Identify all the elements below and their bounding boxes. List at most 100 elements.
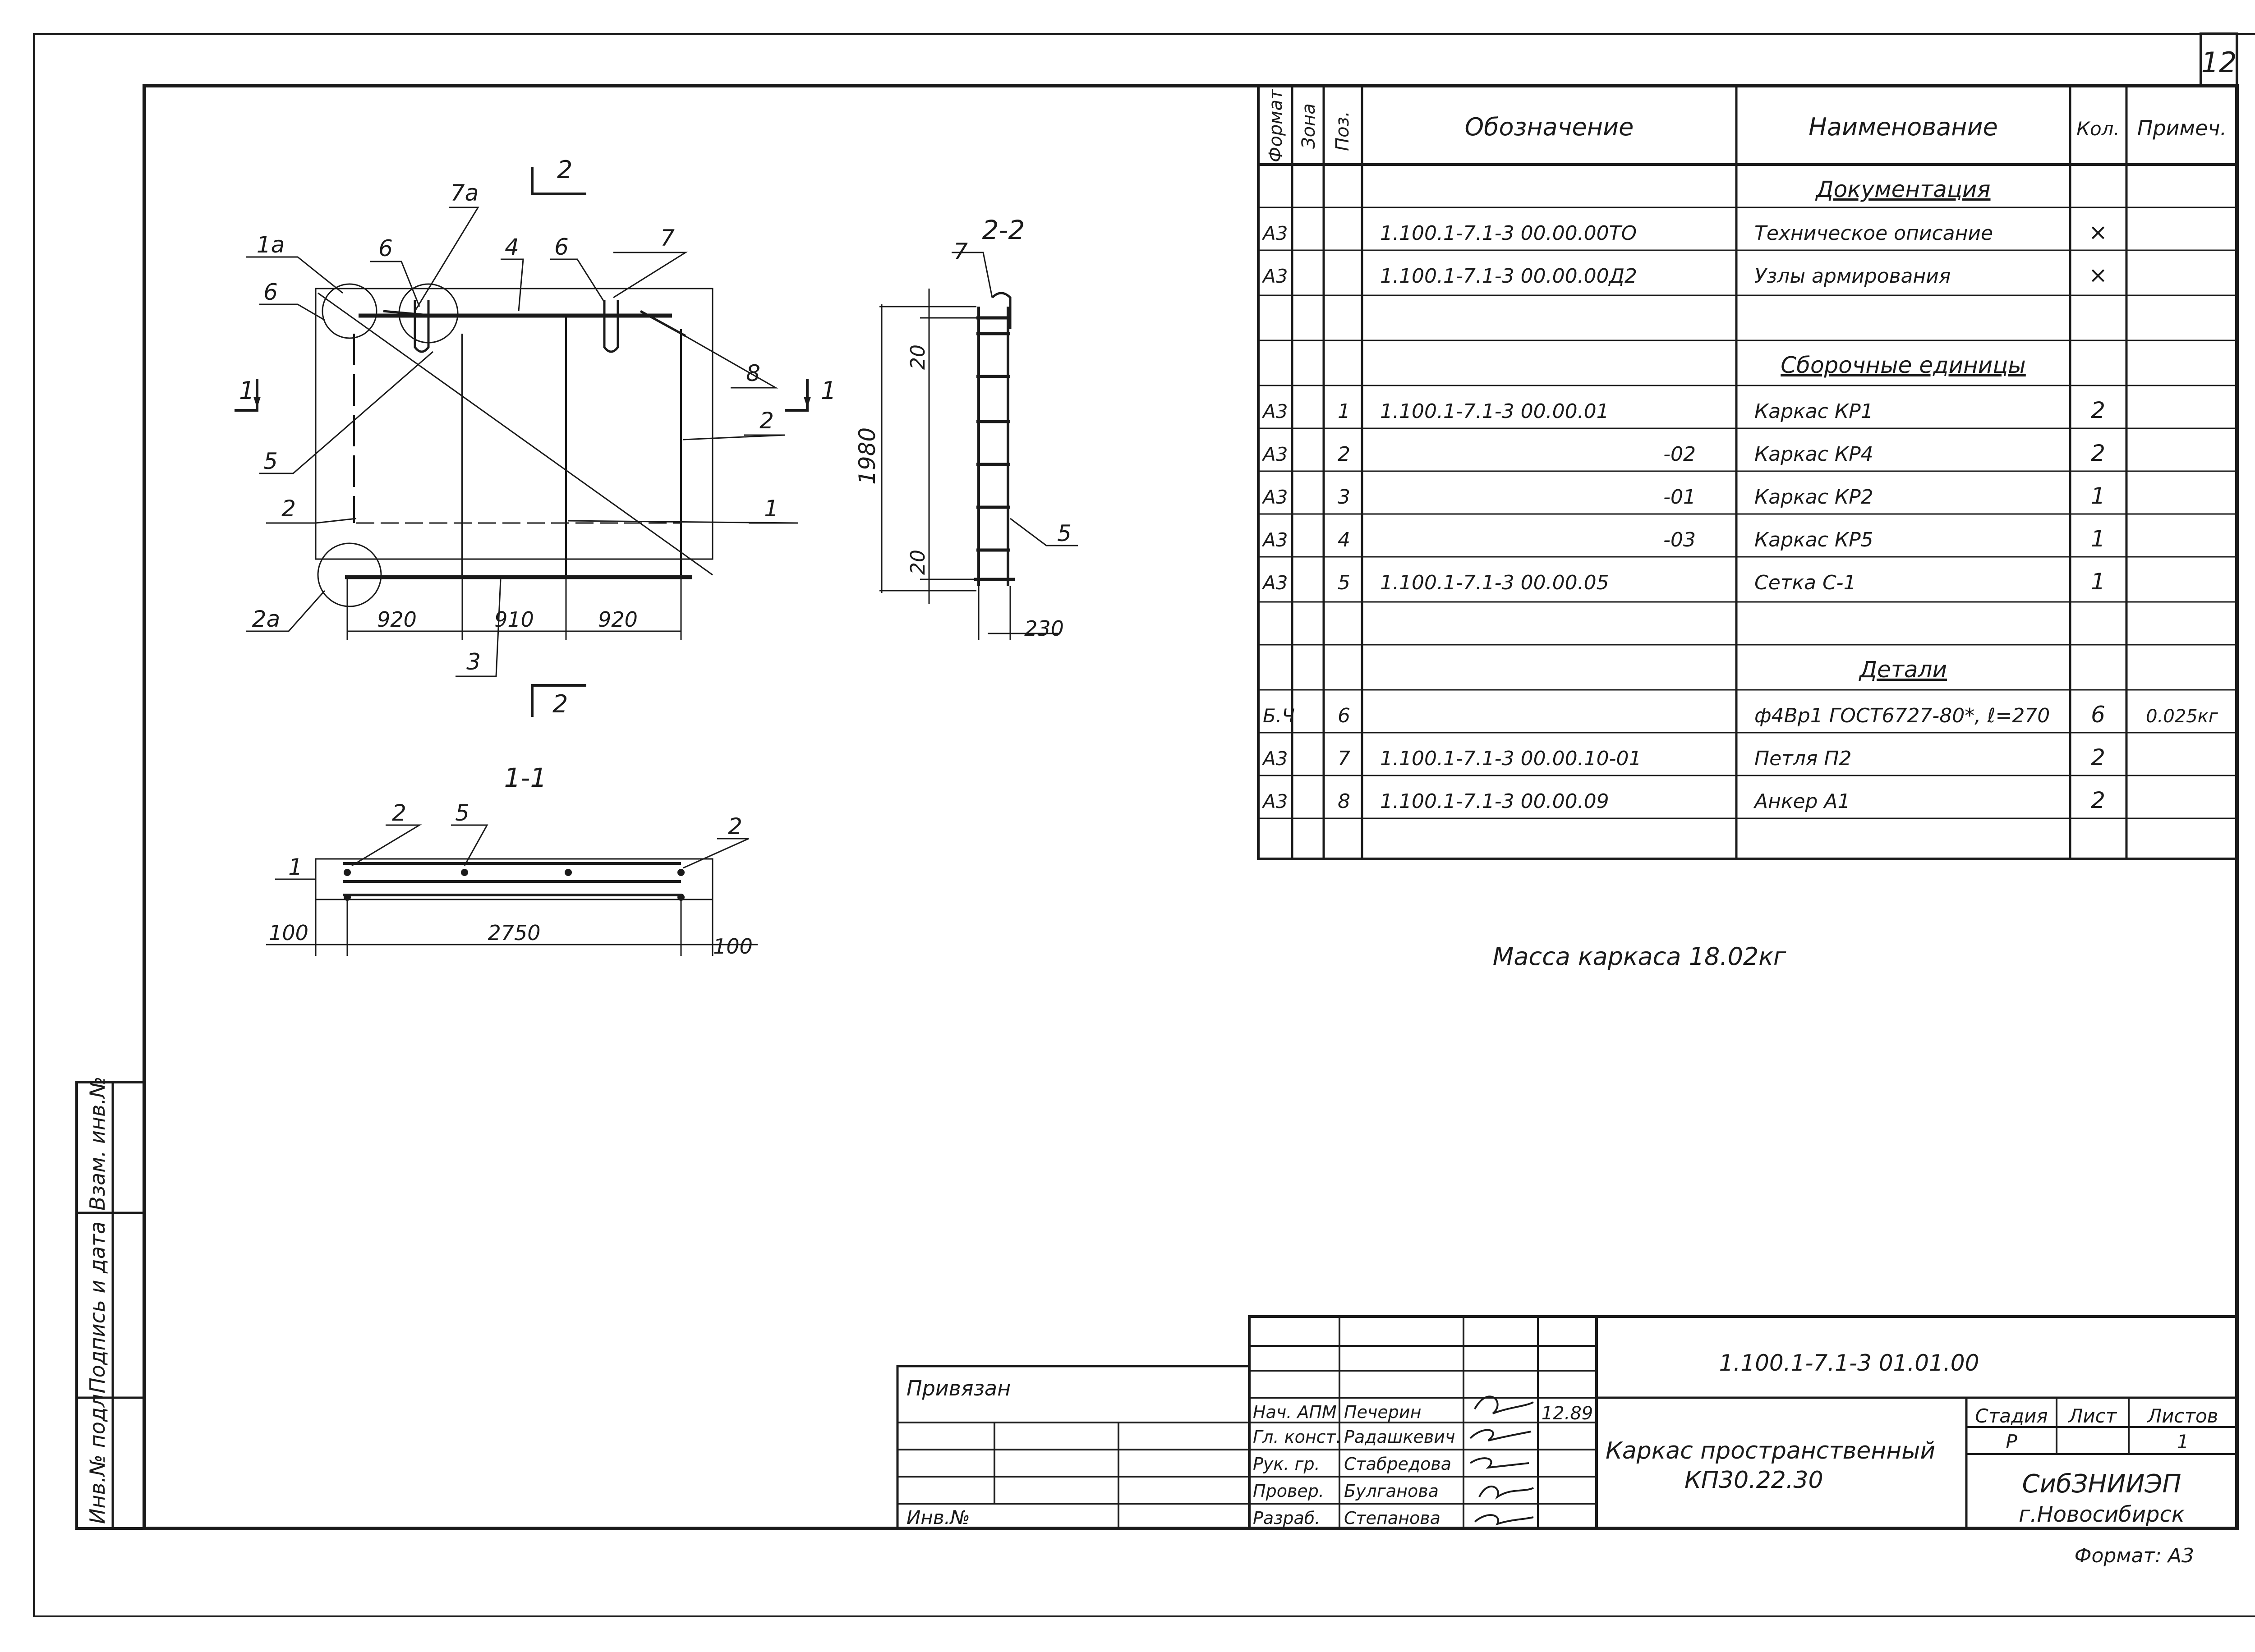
callout-3: 3: [466, 649, 481, 675]
spec-cell-qty: 1: [2091, 483, 2105, 509]
spec-cell-pos: 3: [1338, 486, 1350, 509]
spec-section-title: Документация: [1815, 176, 1991, 202]
spec-cell-qty: 1: [2091, 569, 2105, 595]
sect-callout-2-left: 2: [392, 800, 406, 826]
section-2-2-view: 2-2 20 1980 20 230 7 5: [854, 215, 1078, 641]
spec-cell-format: А3: [1261, 443, 1288, 465]
specification-table: Формат Зона Поз. Обозначение Наименовани…: [1257, 84, 2238, 860]
callout-7a: 7а: [451, 180, 479, 206]
sect-callout-2-right: 2: [728, 813, 742, 840]
spec-cell-designation: 1.100.1-7.1-3 00.00.10-01: [1380, 747, 1641, 770]
spec-cell-pos: 2: [1338, 443, 1350, 466]
sheet-number: 12: [2201, 46, 2237, 79]
spec-cell-pos: 5: [1338, 571, 1350, 594]
spec-cell-qty: ×: [2089, 262, 2108, 288]
spec-cell-name: Петля П2: [1754, 747, 1851, 770]
header-designation: Обозначение: [1465, 113, 1634, 141]
callout-7: 7: [660, 225, 675, 251]
callout-1: 1: [764, 496, 778, 522]
stamp-vzam: Взам. инв.№: [85, 1076, 110, 1211]
header-qty: Кол.: [2076, 118, 2120, 140]
role-label: Нач. АПМ: [1253, 1402, 1337, 1422]
binding-block: Привязан Инв.№: [896, 1365, 1251, 1530]
section-mark-2-top: 2: [557, 156, 572, 184]
callout-2-left: 2: [281, 496, 296, 522]
spec-cell-name: Узлы армирования: [1754, 265, 1951, 288]
role-label: Провер.: [1253, 1481, 1324, 1501]
spec-cell-designation: -01: [1663, 486, 1696, 509]
header-note: Примеч.: [2137, 116, 2227, 140]
stamp-inv-orig: Инв.№ подл.: [85, 1387, 110, 1524]
dim-920-left: 920: [377, 607, 417, 632]
spec-cell-qty: ×: [2089, 219, 2108, 245]
spec-cell-format: А3: [1261, 265, 1288, 287]
section-mark-1-left: 1: [239, 376, 254, 405]
sect-callout-1: 1: [288, 854, 303, 880]
callout-6-right: 6: [554, 234, 569, 260]
sheets-label: Листов: [2147, 1405, 2218, 1427]
spec-cell-name: ф4Вр1 ГОСТ6727-80*, ℓ=270: [1754, 704, 2050, 727]
spec-cell-format: А3: [1261, 222, 1288, 244]
plan-view: 920 910 920 2 2 1 1: [235, 156, 836, 718]
spec-cell-format: А3: [1261, 572, 1288, 594]
dim-910: 910: [494, 607, 534, 632]
spec-cell-pos: 6: [1338, 704, 1350, 727]
role-label: Рук. гр.: [1253, 1454, 1320, 1474]
sheets-value: 1: [2177, 1431, 2189, 1453]
stage-label: Стадия: [1975, 1405, 2048, 1427]
binding-inv-no: Инв.№: [907, 1506, 970, 1528]
role-person-name: Степанова: [1344, 1508, 1440, 1528]
spec-cell-name: Сетка С-1: [1754, 571, 1856, 594]
spec-cell-name: Каркас КР5: [1754, 528, 1873, 551]
dim-20-top: 20: [907, 344, 930, 370]
section-callout-7: 7: [953, 239, 968, 265]
section-mark-1-right: 1: [821, 376, 836, 405]
spec-cell-pos: 4: [1338, 528, 1350, 551]
dim-100-right: 100: [713, 934, 753, 959]
spec-cell-qty: 2: [2091, 440, 2105, 466]
section-mark-2-bottom: 2: [552, 690, 568, 718]
spec-cell-designation: -03: [1663, 528, 1696, 551]
spec-cell-pos: 7: [1338, 747, 1350, 770]
signatures: [1469, 1395, 1534, 1526]
callout-6-mid: 6: [378, 235, 393, 262]
role-person-name: Радашкевич: [1344, 1427, 1455, 1447]
spec-cell-format: Б.Ч: [1263, 705, 1295, 727]
stamp-sign-date: Подпись и дата: [85, 1221, 110, 1393]
spec-cell-pos: 8: [1338, 790, 1350, 813]
spec-cell-qty: 2: [2091, 744, 2105, 771]
section-1-1-view: 1-1 100 2750 100 1 2 5 2: [266, 762, 758, 959]
view-title-2-2: 2-2: [982, 215, 1025, 245]
spec-cell-name: Техническое описание: [1754, 222, 1993, 245]
spec-cell-note: 0.025кг: [2146, 706, 2218, 727]
side-stamp: Инв.№ подл. Подпись и дата Взам. инв.№: [75, 1076, 146, 1530]
spec-section-title: Детали: [1859, 656, 1947, 683]
spec-cell-qty: 2: [2091, 397, 2105, 423]
callout-6-left: 6: [263, 279, 278, 305]
mass-note: Масса каркаса 18.02кг: [1493, 942, 1786, 971]
dim-230: 230: [1024, 616, 1064, 641]
header-zone: Зона: [1298, 103, 1319, 149]
spec-cell-format: А3: [1261, 748, 1288, 770]
callout-5: 5: [263, 448, 278, 474]
spec-cell-qty: 1: [2091, 526, 2105, 552]
dim-2750: 2750: [488, 921, 540, 945]
sheet-label: Лист: [2068, 1405, 2117, 1427]
spec-cell-format: А3: [1261, 790, 1288, 812]
spec-cell-pos: 1: [1338, 400, 1350, 423]
doc-code: 1.100.1-7.1-3 01.01.00: [1719, 1350, 1979, 1376]
spec-cell-name: Каркас КР1: [1754, 400, 1873, 423]
role-person-name: Печерин: [1344, 1402, 1421, 1422]
title-line-1: Каркас пространственный: [1606, 1437, 1935, 1464]
view-title-1-1: 1-1: [504, 762, 547, 793]
spec-cell-designation: -02: [1663, 443, 1696, 466]
callout-1a: 1а: [257, 232, 285, 258]
callout-4: 4: [505, 234, 519, 260]
spec-section-title: Сборочные единицы: [1781, 352, 2026, 378]
spec-cell-name: Каркас КР2: [1754, 486, 1873, 509]
org-line-2: г.Новосибирск: [2019, 1502, 2185, 1527]
title-date: 12.89: [1542, 1403, 1593, 1424]
